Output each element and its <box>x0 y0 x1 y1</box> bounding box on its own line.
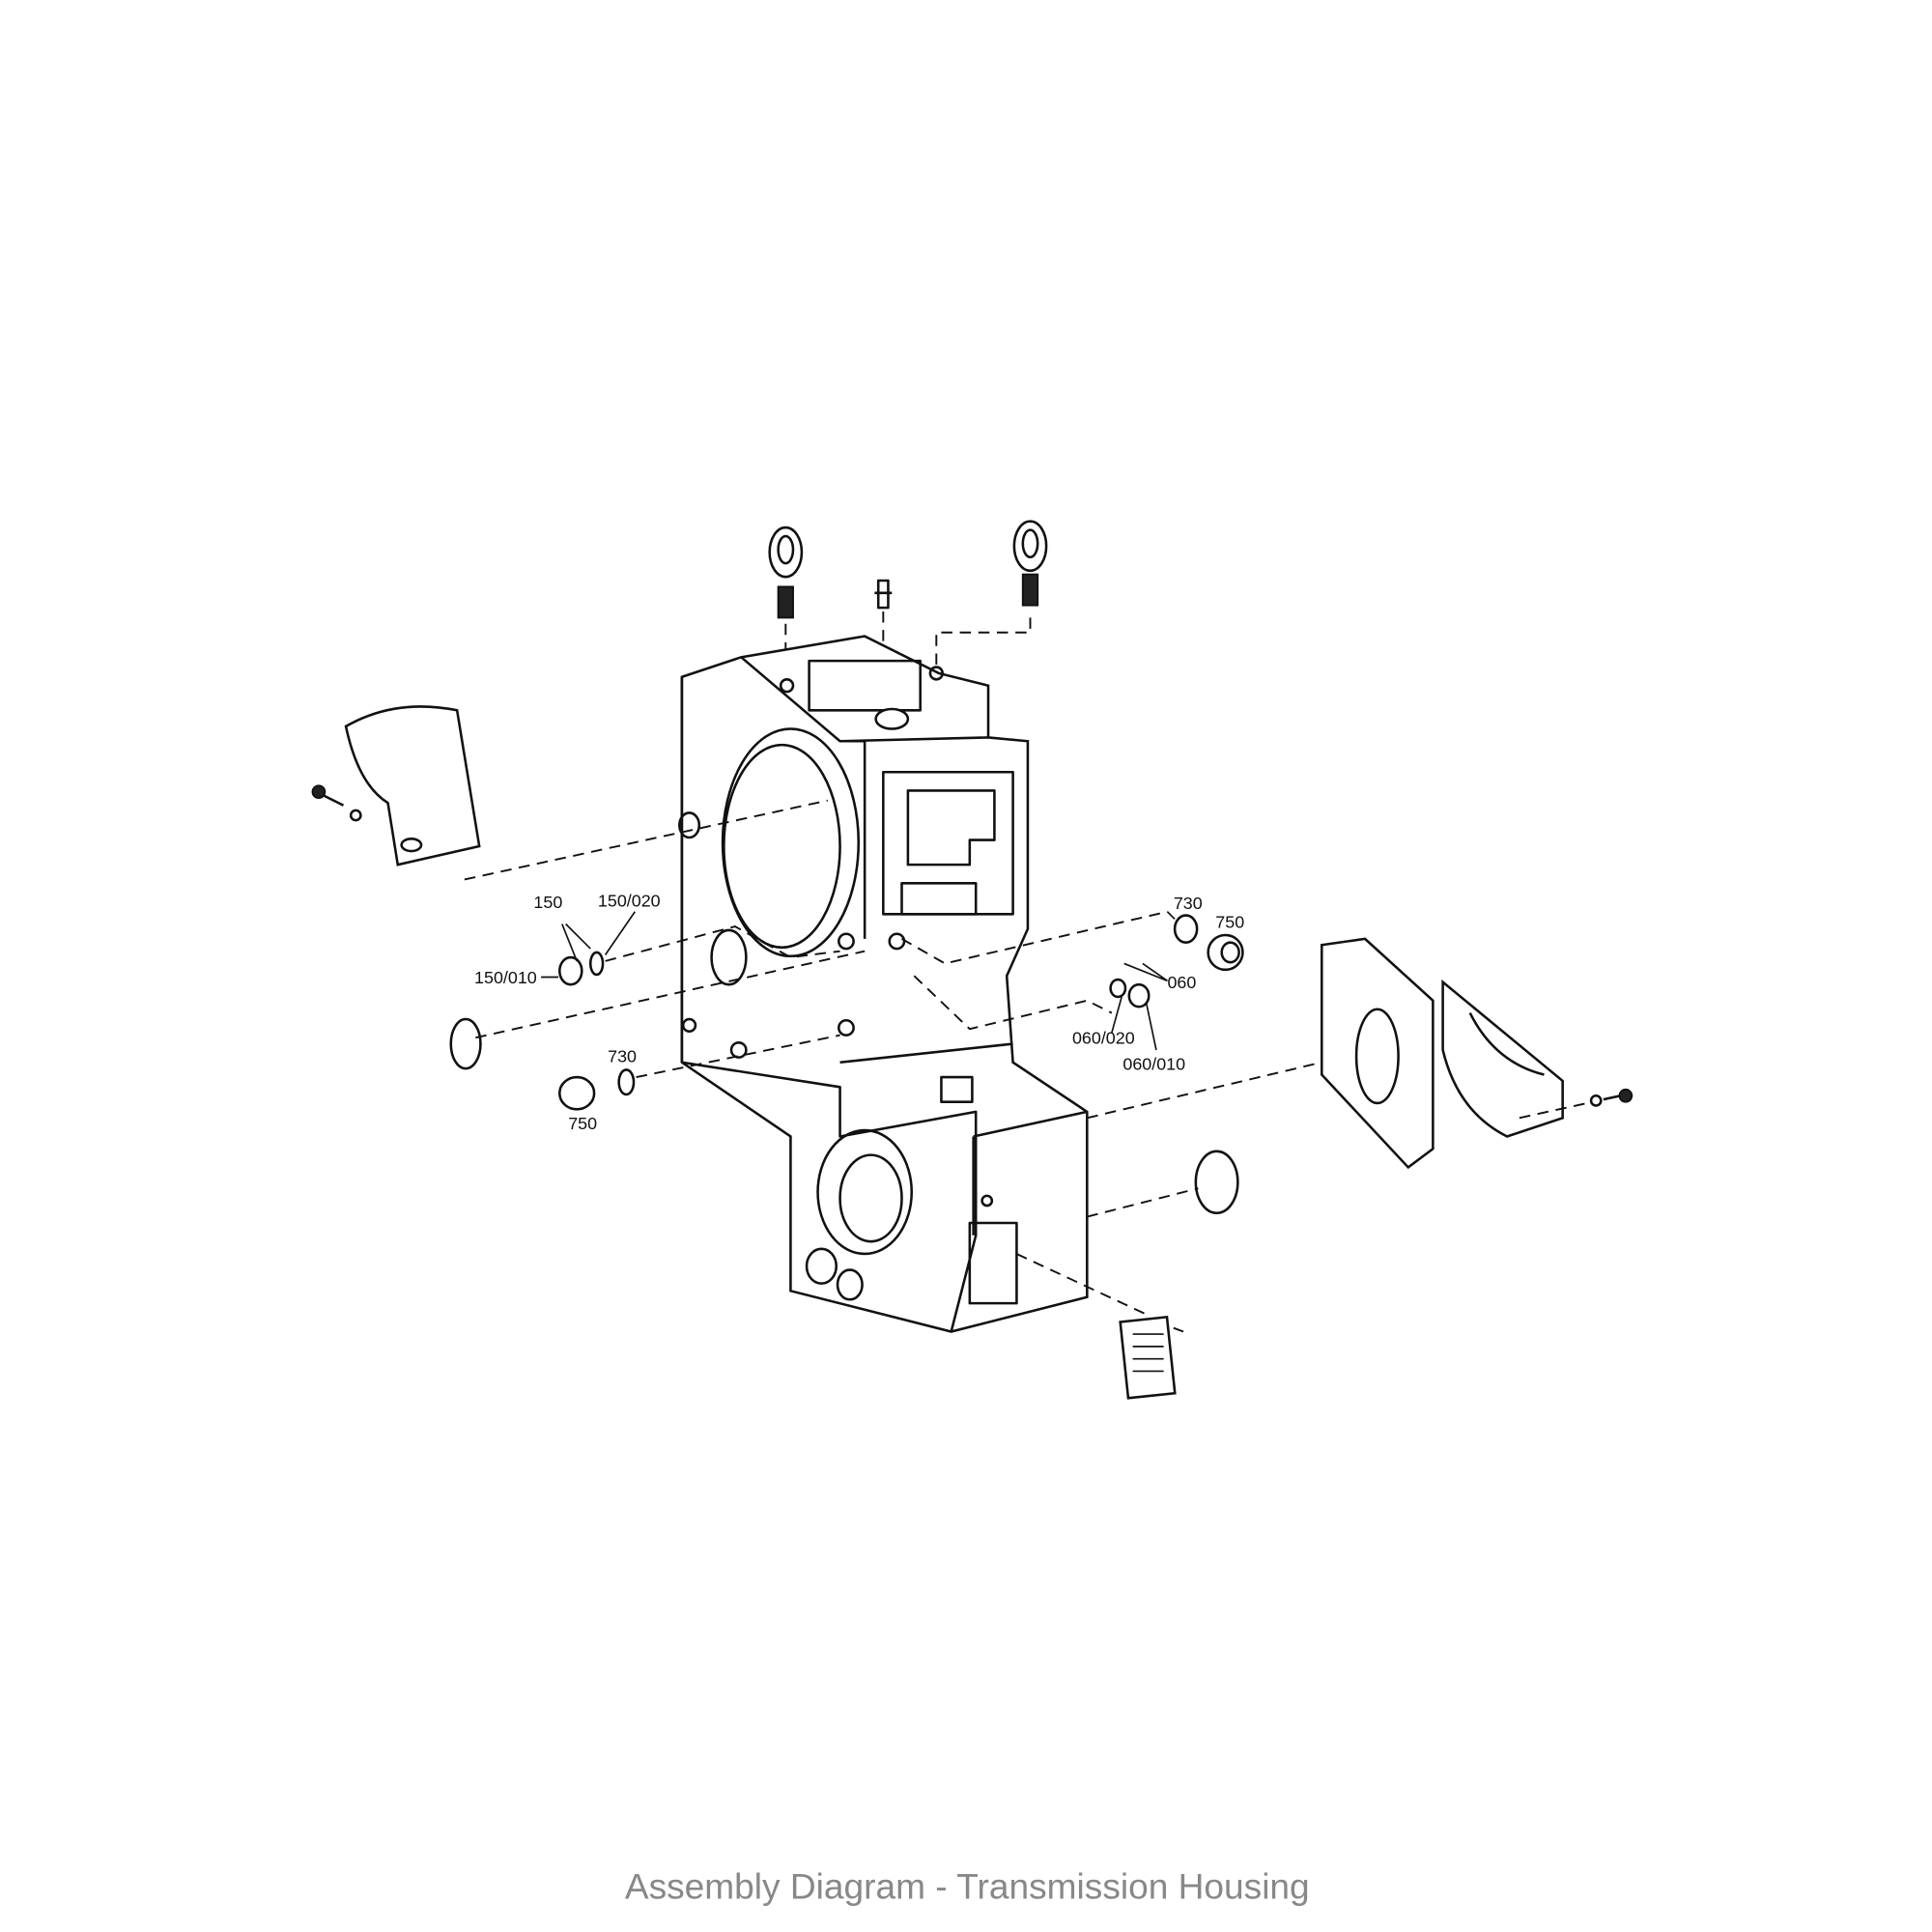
seal-ring-150-020 <box>588 951 605 977</box>
plug-150-010 <box>558 955 583 986</box>
eye-bolt-right <box>1012 520 1048 607</box>
callout-730-left: 730 <box>608 1047 637 1066</box>
callout-150: 150 <box>533 893 562 912</box>
callout-750-left: 750 <box>568 1114 597 1133</box>
seal-ring-large-left <box>449 1017 482 1070</box>
eye-bolt-left <box>768 526 804 619</box>
seal-ring-060-020 <box>1109 978 1127 999</box>
callout-750-right: 750 <box>1215 912 1244 931</box>
cap-plug <box>1194 1150 1239 1215</box>
plug-750-left <box>558 1075 596 1111</box>
callout-150-020: 150/020 <box>598 892 661 911</box>
bearing-cover-left <box>344 705 481 867</box>
transmission-housing <box>678 635 1089 1333</box>
diagram-caption: Assembly Diagram - Transmission Housing <box>625 1865 1310 1906</box>
callout-060-010: 060/010 <box>1122 1054 1185 1073</box>
callout-060-020: 060/020 <box>1072 1029 1135 1048</box>
breather-valve <box>874 579 893 610</box>
type-plate <box>1119 1316 1177 1400</box>
callout-060: 060 <box>1167 973 1196 992</box>
seal-ring-730-left <box>617 1068 636 1096</box>
screw-right <box>1589 1088 1634 1107</box>
seal-ring-730-right <box>1173 914 1199 944</box>
callout-730-right: 730 <box>1174 894 1203 913</box>
bearing-cover-right <box>1441 979 1564 1138</box>
callout-150-010: 150/010 <box>474 968 537 987</box>
plug-750-right <box>1207 933 1244 972</box>
screw-left <box>311 784 362 822</box>
cover-plate-right <box>1321 937 1435 1170</box>
plug-060-010 <box>1127 982 1151 1009</box>
